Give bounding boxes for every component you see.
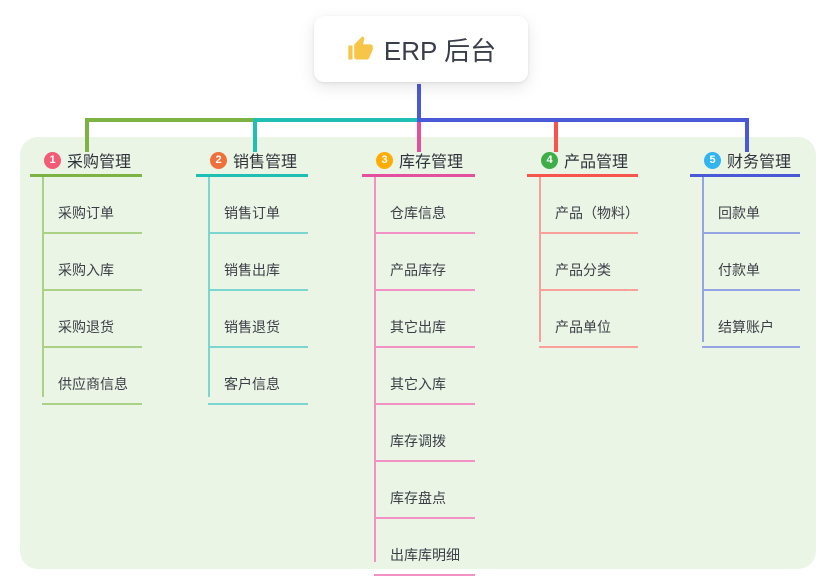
node-label: 产品库存 [390,262,446,278]
branch-children: 产品（物料） 产品分类 产品单位 [539,177,639,348]
root-title: ERP 后台 [383,35,497,66]
branch-connector-line [374,177,376,562]
mindmap-node[interactable]: 结算账户 [702,291,800,348]
node-label: 销售出库 [224,262,280,278]
node-label: 产品（物料） [555,205,639,221]
mindmap-node[interactable]: 仓库信息 [374,177,475,234]
badge-5: 5 [704,151,721,169]
node-label: 库存盘点 [390,490,446,506]
mindmap-node[interactable]: 采购订单 [42,177,142,234]
connector-drop-product [554,122,558,152]
mindmap-node[interactable]: 销售出库 [208,234,308,291]
branch-header-product[interactable]: 4 产品管理 [527,146,638,177]
node-label: 客户信息 [224,376,280,392]
mindmap-node[interactable]: 采购入库 [42,234,142,291]
node-label: 付款单 [718,262,760,278]
badge-2: 2 [210,151,227,169]
node-label: 销售退货 [224,319,280,335]
badge-1: 1 [44,151,61,169]
connector-drop-purchase [85,118,89,152]
mindmap-node[interactable]: 产品库存 [374,234,475,291]
branch-connector-line [42,177,44,397]
connector-horizontal-blue [417,118,749,122]
branch-sales: 2 销售管理 销售订单 销售出库 销售退货 客户信息 [196,146,308,405]
branch-label: 销售管理 [233,154,298,171]
node-label: 其它入库 [390,376,446,392]
mindmap-node[interactable]: 采购退货 [42,291,142,348]
node-label: 产品分类 [555,262,611,278]
node-label: 回款单 [718,205,760,221]
branch-label: 财务管理 [727,154,792,171]
branch-inventory: 3 库存管理 仓库信息 产品库存 其它出库 其它入库 库存调拨 库存盘点 出库库… [362,146,475,576]
branch-children: 销售订单 销售出库 销售退货 客户信息 [208,177,308,405]
mindmap-node[interactable]: 付款单 [702,234,800,291]
node-label: 仓库信息 [390,205,446,221]
mindmap-node[interactable]: 产品单位 [539,291,638,348]
branch-connector-line [702,177,704,342]
thumbs-up-icon [346,35,374,63]
connector-horizontal-green [85,118,253,122]
node-label: 库存调拨 [390,433,446,449]
mindmap-node[interactable]: 销售退货 [208,291,308,348]
node-label: 采购订单 [58,205,114,221]
branch-connector-line [539,177,541,342]
root-node[interactable]: ERP 后台 [314,16,528,82]
node-label: 销售订单 [224,205,280,221]
badge-3: 3 [376,151,393,169]
mindmap-node[interactable]: 产品（物料） [539,177,639,234]
connector-horizontal-teal [253,118,417,122]
connector-drop-sales [253,118,257,152]
branch-purchase: 1 采购管理 采购订单 采购入库 采购退货 供应商信息 [30,146,142,405]
connector-root-stub [417,84,421,122]
branch-header-sales[interactable]: 2 销售管理 [196,146,308,177]
branch-header-purchase[interactable]: 1 采购管理 [30,146,142,177]
mindmap-node[interactable]: 库存盘点 [374,462,475,519]
node-label: 供应商信息 [58,376,128,392]
badge-4: 4 [541,151,558,169]
mindmap-node[interactable]: 其它出库 [374,291,475,348]
mindmap-node[interactable]: 销售订单 [208,177,308,234]
branch-children: 仓库信息 产品库存 其它出库 其它入库 库存调拨 库存盘点 出库库明细 [374,177,475,576]
branch-label: 采购管理 [67,154,132,171]
node-label: 产品单位 [555,319,611,335]
mindmap-panel [20,137,816,569]
branch-product: 4 产品管理 产品（物料） 产品分类 产品单位 [527,146,639,348]
branch-finance: 5 财务管理 回款单 付款单 结算账户 [690,146,800,348]
connector-drop-finance [745,118,749,152]
mindmap-node[interactable]: 其它入库 [374,348,475,405]
branch-header-inventory[interactable]: 3 库存管理 [362,146,475,177]
branch-children: 采购订单 采购入库 采购退货 供应商信息 [42,177,142,405]
branch-header-finance[interactable]: 5 财务管理 [690,146,800,177]
mindmap-node[interactable]: 库存调拨 [374,405,475,462]
branch-label: 产品管理 [564,154,629,171]
mindmap-node[interactable]: 产品分类 [539,234,638,291]
mindmap-node[interactable]: 回款单 [702,177,800,234]
node-label: 出库库明细 [390,547,460,563]
branch-label: 库存管理 [399,154,464,171]
node-label: 采购退货 [58,319,114,335]
node-label: 其它出库 [390,319,446,335]
mindmap-node[interactable]: 出库库明细 [374,519,475,576]
branch-children: 回款单 付款单 结算账户 [702,177,800,348]
mindmap-node[interactable]: 供应商信息 [42,348,142,405]
branch-connector-line [208,177,210,397]
mindmap-node[interactable]: 客户信息 [208,348,308,405]
node-label: 采购入库 [58,262,114,278]
connector-drop-inventory [417,122,421,152]
node-label: 结算账户 [718,319,774,335]
